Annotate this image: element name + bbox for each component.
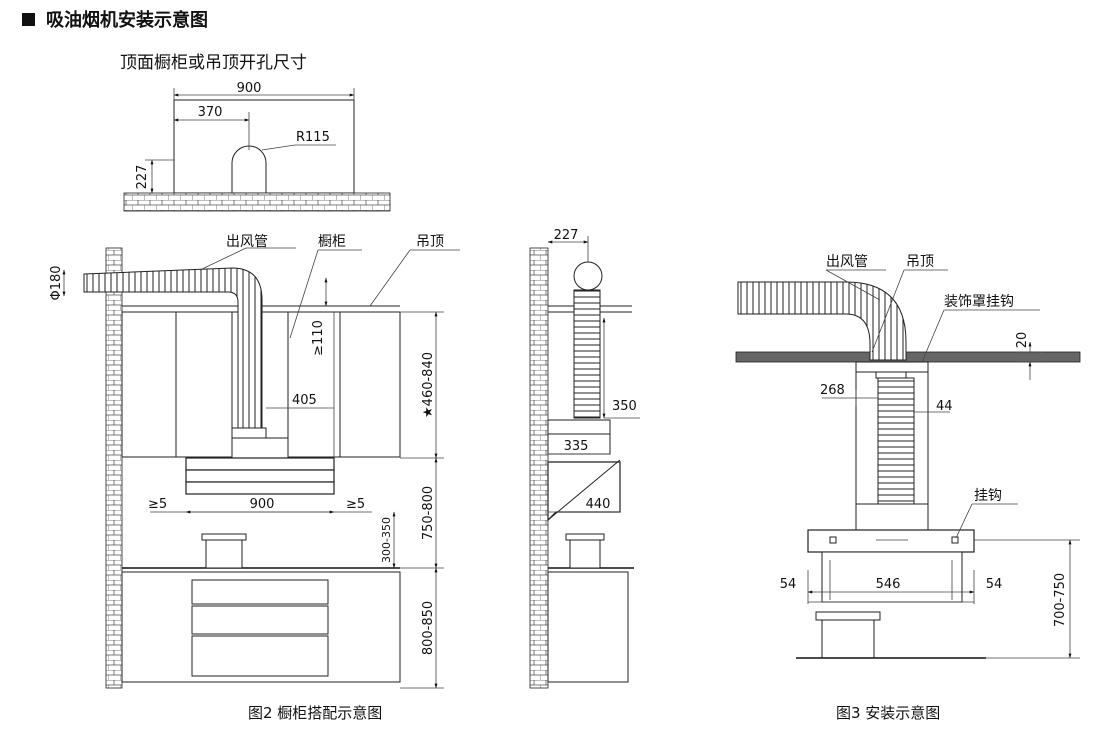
fig3-label-hook: 挂钩 bbox=[974, 488, 1002, 504]
title-bullet-icon bbox=[22, 13, 35, 26]
fig2-dim-duct-offset: 405 bbox=[292, 393, 317, 408]
fig2-dim-counter-height: 800-850 bbox=[421, 601, 436, 655]
top-view-opening bbox=[123, 88, 391, 212]
fig2-label-ceiling: 吊顶 bbox=[416, 234, 444, 250]
fig2-dim-hood-height: 750-800 bbox=[421, 486, 436, 540]
fig2-dim-duct-height: 350 bbox=[612, 399, 637, 414]
figure3-install-view bbox=[735, 269, 1081, 659]
fig2-dim-duct-diameter: Φ180 bbox=[49, 265, 64, 300]
fig3-dim-install-height: 700-750 bbox=[1053, 573, 1068, 627]
fig2-label-cabinet: 橱柜 bbox=[318, 234, 346, 250]
fig2-dim-side-left: ≥5 bbox=[148, 497, 167, 512]
fig2-dim-wall-offset: 227 bbox=[554, 228, 579, 243]
fig2-dim-depth-upper: 335 bbox=[564, 439, 589, 454]
fig2-dim-depth-lower: 440 bbox=[586, 497, 611, 512]
fig3-dim-middle: 546 bbox=[876, 577, 901, 592]
top-dim-radius: R115 bbox=[296, 130, 330, 145]
fig3-dim-cover-inset: 44 bbox=[936, 399, 953, 414]
fig3-dim-left: 54 bbox=[780, 577, 797, 592]
figure2-caption: 图2 橱柜搭配示意图 bbox=[248, 704, 382, 722]
fig2-dim-pot-clearance: 300-350 bbox=[380, 517, 393, 563]
figure2-side-view bbox=[529, 236, 640, 689]
top-dim-offset: 370 bbox=[198, 105, 223, 120]
top-dim-width: 900 bbox=[237, 81, 262, 96]
fig3-label-duct: 出风管 bbox=[826, 254, 868, 270]
fig2-dim-cabinet-height: ★460-840 bbox=[421, 352, 436, 418]
fig2-dim-side-right: ≥5 bbox=[346, 497, 365, 512]
figure2-front-view bbox=[62, 247, 460, 689]
fig3-dim-right: 54 bbox=[986, 577, 1003, 592]
fig3-label-ceiling: 吊顶 bbox=[906, 254, 934, 270]
page-subtitle: 顶面橱柜或吊顶开孔尺寸 bbox=[120, 53, 307, 73]
fig2-dim-hood-width: 900 bbox=[250, 497, 275, 512]
fig3-dim-cover-width: 268 bbox=[820, 383, 845, 398]
fig2-label-duct: 出风管 bbox=[226, 234, 268, 250]
fig3-dim-ceiling-gap: 20 bbox=[1015, 332, 1030, 349]
fig3-label-cover-hook: 装饰罩挂钩 bbox=[944, 294, 1014, 310]
top-dim-height: 227 bbox=[135, 165, 150, 190]
page-title: 吸油烟机安装示意图 bbox=[46, 9, 208, 31]
fig2-dim-min-gap: ≥110 bbox=[311, 320, 326, 356]
figure3-caption: 图3 安装示意图 bbox=[836, 704, 940, 722]
